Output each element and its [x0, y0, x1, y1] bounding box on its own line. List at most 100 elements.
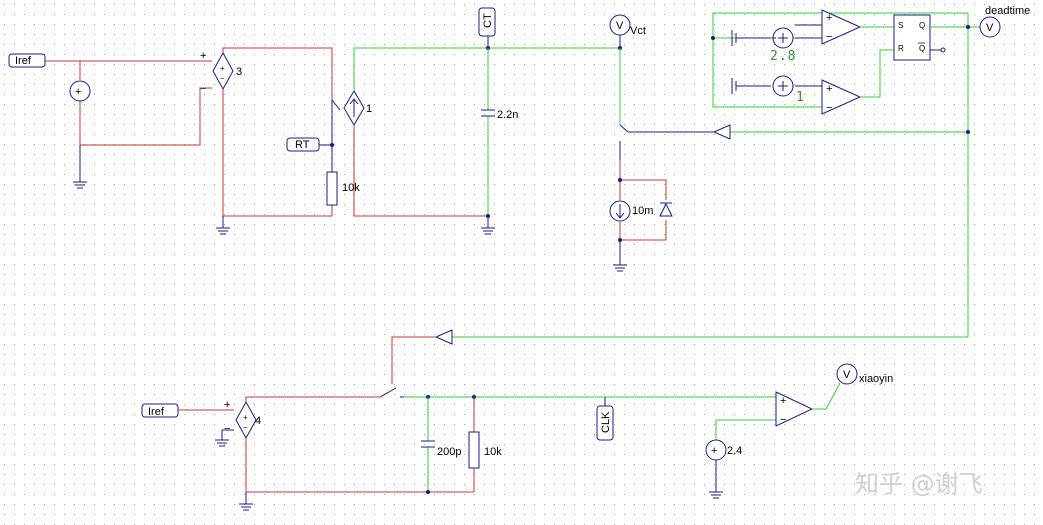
ground-icon — [216, 216, 230, 235]
buffer-bottom[interactable] — [434, 329, 453, 345]
ground-icon — [481, 216, 495, 235]
wire-isrc-diode — [619, 160, 667, 241]
discharge-switch-bottom[interactable] — [379, 387, 404, 398]
svg-text:2.8: 2.8 — [770, 49, 796, 64]
svg-text:S: S — [898, 21, 903, 30]
wire-vcvs4-out — [245, 396, 380, 402]
capacitor-200p[interactable]: 200p — [421, 440, 461, 458]
svg-text:4: 4 — [255, 415, 261, 427]
node-dot — [966, 130, 970, 134]
svg-text:+: + — [243, 413, 248, 422]
svg-text:deadtime: deadtime — [985, 5, 1030, 17]
svg-text:+: + — [826, 12, 832, 24]
node-dot — [426, 490, 430, 494]
svg-text:10k: 10k — [484, 446, 502, 458]
probe-vct[interactable]: V Vct — [609, 14, 646, 37]
svg-text:CT: CT — [482, 13, 494, 28]
svg-text:−: − — [826, 31, 832, 43]
wire-vsrc-top — [79, 61, 212, 146]
svg-text:Iref: Iref — [15, 55, 32, 67]
svg-text:+: + — [780, 395, 786, 407]
svg-text:2.4: 2.4 — [727, 445, 742, 457]
ground-icon — [73, 145, 87, 189]
svg-text:V: V — [616, 20, 624, 32]
probe-deadtime[interactable]: V deadtime — [979, 5, 1030, 38]
watermark: 知乎 @谢飞 — [855, 470, 983, 498]
battery-icon — [731, 30, 822, 46]
battery-icon — [731, 78, 822, 94]
svg-text:Vct: Vct — [630, 25, 646, 37]
wire-feedback-top — [712, 12, 969, 132]
svg-text:R: R — [898, 44, 904, 53]
sr-flipflop[interactable]: S R Q Q — [893, 14, 931, 61]
wire-comp-low-out — [860, 49, 894, 98]
iref-top-label[interactable]: Iref — [8, 53, 46, 68]
control-arrow — [331, 99, 341, 111]
svg-text:−: − — [243, 423, 248, 432]
ground-icon — [239, 492, 253, 511]
resistor-10k-top[interactable]: 10k — [326, 171, 360, 206]
svg-text:+: + — [200, 50, 206, 62]
ground-icon — [613, 240, 627, 272]
svg-text:−: − — [826, 102, 832, 114]
buffer-top[interactable] — [712, 124, 731, 140]
iref-bottom-label[interactable]: Iref — [141, 403, 179, 418]
probe-xiaoyin[interactable]: V xiaoyin — [836, 363, 893, 385]
wire-comp-bottom-minus — [715, 419, 776, 440]
svg-text:−: − — [780, 414, 786, 426]
comparator-bottom[interactable]: + − — [775, 391, 814, 427]
svg-text:CLK: CLK — [600, 411, 612, 433]
current-source-10m[interactable]: 10m — [609, 200, 653, 222]
discharge-switch[interactable] — [619, 124, 629, 160]
svg-text:RT: RT — [295, 139, 310, 151]
svg-text:+: + — [75, 86, 81, 98]
vsrc-2-8[interactable]: 2.8 — [770, 27, 796, 64]
svg-text:xiaoyin: xiaoyin — [859, 373, 893, 385]
comparator-high[interactable]: + − — [821, 9, 862, 45]
svg-text:+: + — [711, 445, 717, 457]
qbar-terminal-icon — [940, 47, 946, 53]
svg-text:−: − — [200, 83, 206, 95]
resistor-10k-bottom[interactable]: 10k — [468, 431, 502, 469]
ground-icon — [709, 460, 723, 499]
ground-icon — [215, 439, 229, 447]
svg-text:+: + — [826, 83, 832, 95]
svg-text:Q: Q — [919, 21, 925, 30]
comparator-low[interactable]: + − — [821, 79, 862, 115]
wire-vcvs3-out — [222, 47, 333, 217]
svg-text:10k: 10k — [342, 182, 360, 194]
capacitor-2-2n[interactable]: 2.2n — [481, 109, 518, 121]
svg-text:−: − — [220, 74, 225, 83]
svg-text:V: V — [843, 369, 851, 381]
diode[interactable] — [659, 202, 673, 217]
vsrc-1[interactable]: 1 — [772, 75, 805, 105]
rt-label[interactable]: RT — [286, 137, 320, 152]
wire-ct-top — [353, 47, 620, 91]
node-dot — [618, 178, 622, 182]
wire-vcvs4-minus — [221, 429, 234, 440]
svg-text:Q: Q — [919, 44, 925, 53]
svg-text:+: + — [220, 64, 225, 73]
clk-label[interactable]: CLK — [596, 405, 614, 441]
svg-text:200p: 200p — [437, 446, 461, 458]
svg-text:2.2n: 2.2n — [497, 109, 518, 121]
vcvs-4[interactable]: + − 4 — [235, 400, 261, 440]
svg-text:Iref: Iref — [148, 406, 165, 418]
ct-label[interactable]: CT — [478, 7, 496, 37]
node-dot — [966, 25, 970, 29]
wire-comp-bottom-out — [812, 382, 841, 410]
wire-comp-inputs — [712, 38, 822, 108]
svg-text:−: − — [224, 423, 230, 435]
svg-text:V: V — [986, 22, 994, 34]
svg-text:10m: 10m — [632, 205, 653, 217]
svg-text:+: + — [224, 399, 230, 411]
node-dot — [711, 36, 715, 40]
voltage-source-top[interactable]: + — [69, 80, 91, 102]
svg-text:3: 3 — [236, 66, 242, 78]
wire-ct-bottom — [353, 125, 488, 217]
wire-switch-bottom-ctrl — [391, 336, 436, 384]
svg-text:1: 1 — [796, 90, 805, 105]
svg-text:1: 1 — [366, 103, 372, 115]
